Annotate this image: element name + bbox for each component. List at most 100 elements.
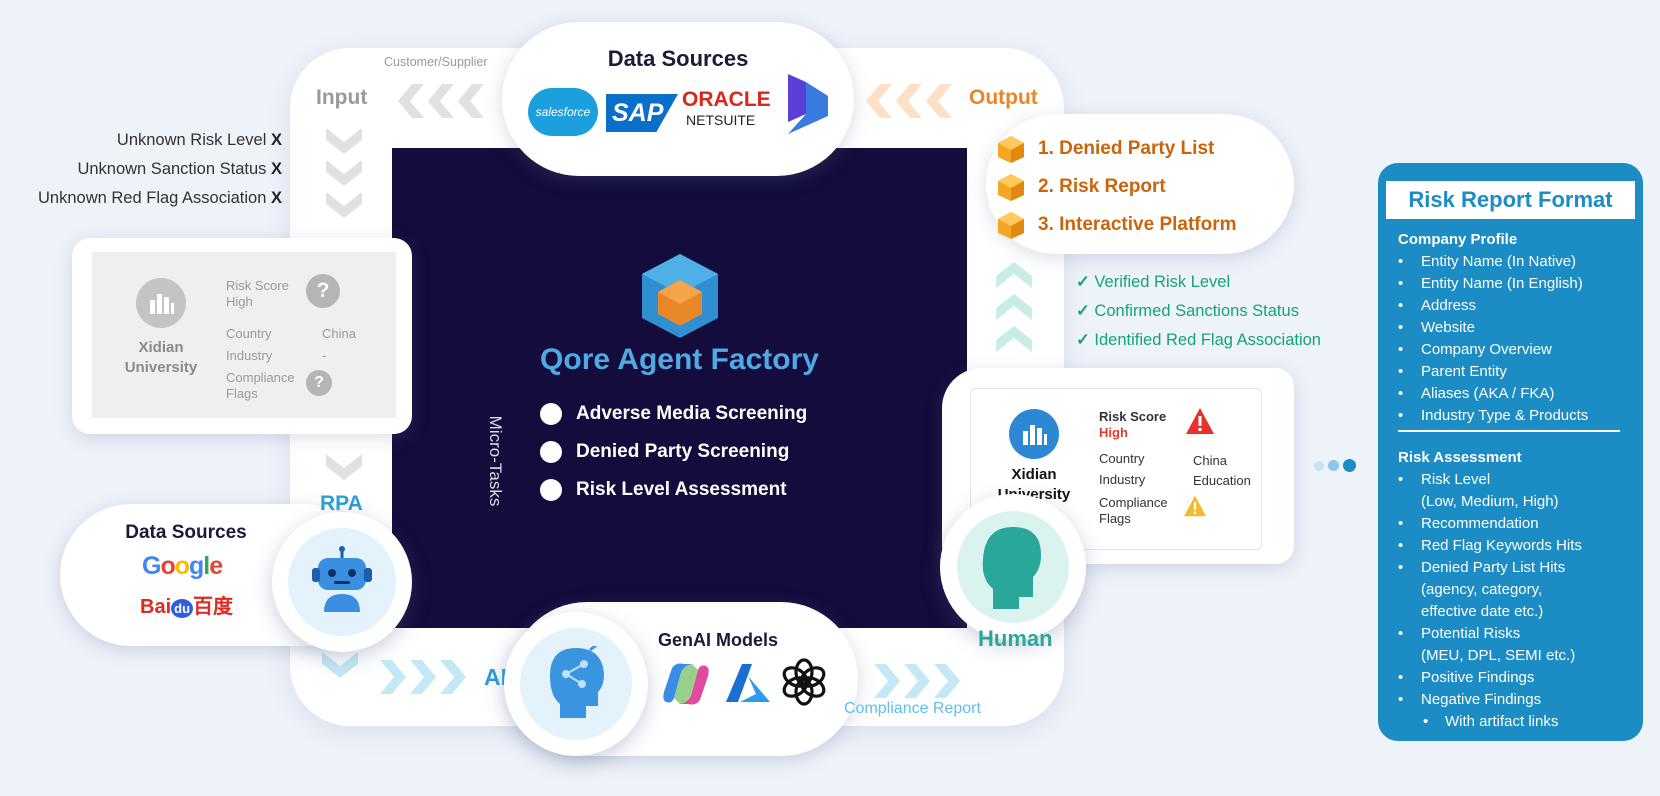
openai-logo-icon — [782, 658, 826, 706]
company-profile-section: Company Profile Entity Name (In Native) … — [1398, 229, 1628, 432]
agent-factory-title: Qore Agent Factory — [540, 343, 819, 376]
list-item: Risk Level — [1398, 469, 1638, 491]
unknown-item: Unknown Sanction Status X — [77, 160, 282, 178]
down-arrows-icon — [326, 128, 362, 218]
unknown-item: Unknown Risk Level X — [116, 131, 282, 149]
company-profile-list: Entity Name (In Native) Entity Name (In … — [1398, 251, 1628, 427]
package-icon — [998, 173, 1024, 201]
copilot-logo-icon — [663, 663, 709, 705]
output-list-card: 1. Denied Party List 2. Risk Report 3. I… — [986, 114, 1294, 254]
agent-factory-panel: Qore Agent Factory Micro-Tasks Adverse M… — [392, 148, 967, 628]
list-item: Aliases (AKA / FKA) — [1398, 383, 1628, 405]
output-item: 1. Denied Party List — [996, 130, 1237, 168]
list-item: Denied Party List Hits — [1398, 557, 1638, 579]
risk-assessment-title: Risk Assessment — [1398, 449, 1522, 466]
dynamics-logo-icon — [788, 74, 828, 134]
input-arrows-icon — [398, 84, 484, 118]
left-industry-value: - — [322, 348, 327, 363]
micro-tasks-label: Micro-Tasks — [486, 415, 505, 507]
rpa-label: RPA — [320, 492, 363, 515]
risk-assessment-section: Risk Assessment Risk Level (Low, Medium,… — [1398, 447, 1638, 733]
dot-icon — [1343, 459, 1356, 472]
micro-tasks-wrap: Micro-Tasks — [485, 406, 505, 516]
company-profile-title: Company Profile — [1398, 231, 1518, 248]
right-industry-value: Education — [1193, 473, 1251, 488]
task-item: Adverse Media Screening — [540, 395, 807, 433]
list-item: Entity Name (In Native) — [1398, 251, 1628, 273]
list-item-cont: (Low, Medium, High) — [1421, 493, 1559, 510]
caution-icon — [1184, 495, 1206, 517]
unknown-item: Unknown Red Flag Association X — [38, 189, 282, 207]
list-item: Potential Risks — [1398, 623, 1638, 645]
ai-label: AI — [484, 664, 507, 690]
top-data-sources: Data Sources salesforce SAP ORACLE NETSU… — [502, 22, 854, 176]
list-sub-item: With artifact links — [1398, 711, 1638, 733]
bullet-icon — [540, 440, 562, 463]
human-inner-circle — [957, 511, 1069, 623]
top-data-sources-title: Data Sources — [607, 46, 749, 71]
right-country-label: Country — [1099, 451, 1145, 466]
list-item: Positive Findings — [1398, 667, 1638, 689]
divider — [1398, 430, 1620, 432]
robot-icon — [312, 546, 372, 612]
rpa-circle — [272, 512, 412, 652]
list-item: Industry Type & Products — [1398, 405, 1628, 427]
down-arrow-blue-icon — [322, 652, 358, 678]
azure-logo-icon — [726, 664, 770, 702]
output-item: 2. Risk Report — [996, 168, 1237, 206]
package-icon — [998, 211, 1024, 239]
task-list: Adverse Media Screening Denied Party Scr… — [540, 395, 807, 509]
output-item: 3. Interactive Platform — [996, 206, 1237, 244]
list-item: Parent Entity — [1398, 361, 1628, 383]
building-icon — [136, 278, 186, 328]
customer-supplier-label: Customer/Supplier — [384, 55, 488, 69]
sap-logo: SAP — [606, 94, 678, 132]
left-industry-label: Industry — [226, 348, 273, 363]
ai-head-icon — [550, 646, 604, 718]
list-item-cont: (MEU, DPL, SEMI etc.) — [1421, 647, 1576, 664]
task-item: Denied Party Screening — [540, 433, 807, 471]
right-industry-label: Industry — [1099, 472, 1146, 487]
human-circle — [940, 494, 1086, 640]
compliance-report-label: Compliance Report — [844, 700, 981, 717]
list-item: Red Flag Keywords Hits — [1398, 535, 1638, 557]
right-country-value: China — [1193, 453, 1227, 468]
bullet-icon — [540, 478, 562, 501]
oracle-netsuite-logo: ORACLE NETSUITE — [682, 88, 771, 128]
salesforce-logo: salesforce — [528, 88, 598, 136]
list-item: Company Overview — [1398, 339, 1628, 361]
building-icon — [1009, 409, 1059, 459]
left-country-value: China — [322, 326, 356, 341]
list-item-cont: (agency, category, — [1421, 581, 1543, 598]
risk-report-title: Risk Report Format — [1386, 181, 1635, 219]
list-item: Website — [1398, 317, 1628, 339]
list-item: Negative Findings — [1398, 689, 1638, 711]
risk-report-panel: Risk Report Format Company Profile Entit… — [1378, 163, 1643, 741]
up-arrows-icon — [996, 262, 1032, 352]
package-icon — [998, 135, 1024, 163]
question-icon: ? — [306, 370, 332, 396]
verified-list: ✓ Verified Risk Level ✓ Confirmed Sancti… — [1076, 268, 1321, 355]
human-label: Human — [978, 626, 1053, 651]
unknown-list: Unknown Risk Level X Unknown Sanction St… — [0, 126, 282, 213]
list-item: Recommendation — [1398, 513, 1638, 535]
left-country-label: Country — [226, 326, 272, 341]
verified-item: ✓ Verified Risk Level — [1076, 273, 1231, 291]
dot-icon — [1314, 461, 1324, 471]
output-list: 1. Denied Party List 2. Risk Report 3. I… — [996, 130, 1237, 244]
down-arrow-icon — [326, 454, 362, 480]
ai-inner-circle — [520, 628, 632, 740]
risk-assessment-list: Risk Level (Low, Medium, High) Recommend… — [1398, 469, 1638, 733]
ai-arrows-icon — [380, 660, 466, 694]
input-label: Input — [316, 86, 368, 109]
bullet-icon — [540, 402, 562, 425]
output-arrows-icon — [866, 84, 952, 118]
google-logo: Google — [142, 552, 223, 580]
